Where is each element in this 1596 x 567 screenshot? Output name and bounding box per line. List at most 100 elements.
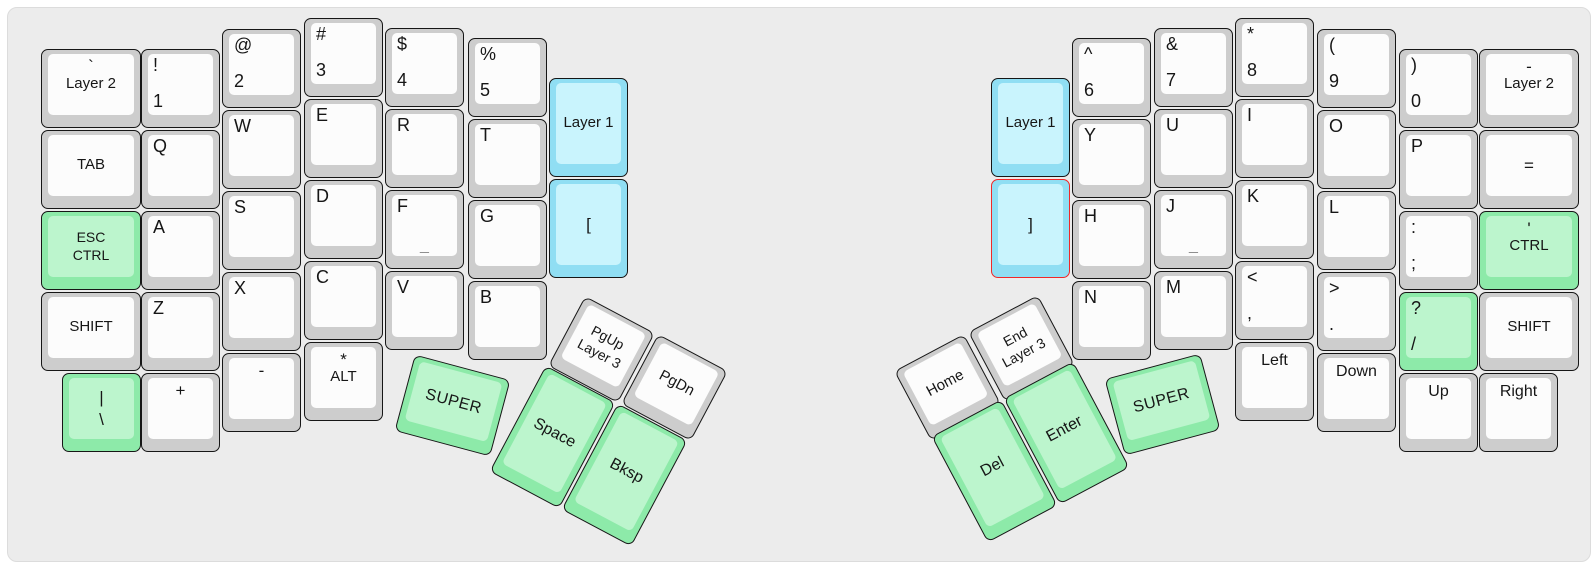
key-layer1-right[interactable]: Layer 1: [991, 78, 1070, 177]
key-lparen-9[interactable]: (9: [1317, 29, 1396, 108]
key-legend-tl: P: [1411, 136, 1424, 156]
keycap-surface: [: [556, 184, 621, 265]
key-shift-left[interactable]: SHIFT: [41, 292, 141, 371]
key-layer1-left[interactable]: Layer 1: [549, 78, 628, 177]
key-y[interactable]: Y: [1072, 119, 1151, 198]
key-b[interactable]: B: [468, 281, 547, 360]
key-legend-tc: -: [1526, 57, 1532, 76]
key-t[interactable]: T: [468, 119, 547, 198]
key-u[interactable]: U: [1154, 109, 1233, 188]
key-left-arrow[interactable]: Left: [1235, 342, 1314, 421]
key-legend-tl: W: [234, 116, 251, 136]
key-legend-tl: R: [397, 115, 410, 135]
keycap-surface: SUPER: [1112, 360, 1211, 442]
key-amp-7[interactable]: &7: [1154, 28, 1233, 107]
keycap-surface: ?/: [1406, 297, 1471, 358]
keycap-surface: F_: [392, 195, 457, 256]
key-tab[interactable]: TAB: [41, 130, 141, 209]
key-legend-bl: 4: [397, 70, 408, 91]
keycap-surface: *ALT: [311, 347, 376, 408]
key-legend-mc: SUPER: [423, 385, 484, 417]
key-n[interactable]: N: [1072, 281, 1151, 360]
key-exclam-1[interactable]: !1: [141, 49, 220, 128]
key-a[interactable]: A: [141, 211, 220, 290]
key-j[interactable]: J_: [1154, 190, 1233, 269]
key-legend-bl: 0: [1411, 91, 1422, 112]
key-dollar-4[interactable]: $4: [385, 28, 464, 107]
keycap-surface: 'CTRL: [1486, 216, 1572, 277]
key-legend-tl: G: [480, 206, 495, 226]
keycap-surface: W: [229, 115, 294, 176]
key-legend-mc: PgDn: [656, 366, 698, 400]
key-legend-mc: CTRL: [1509, 237, 1549, 255]
key-l[interactable]: L: [1317, 191, 1396, 270]
keycap-surface: L: [1324, 196, 1389, 257]
key-legend-tc: ': [1527, 219, 1531, 238]
key-legend-tl: A: [153, 217, 166, 237]
key-o[interactable]: O: [1317, 110, 1396, 189]
key-layer2-right[interactable]: -Layer 2: [1479, 49, 1579, 128]
key-legend-bl: 9: [1329, 71, 1340, 92]
key-q[interactable]: Q: [141, 130, 220, 209]
keycap-surface: H: [1079, 205, 1144, 266]
key-legend-tl: C: [316, 267, 329, 287]
key-right-arrow[interactable]: Right: [1479, 373, 1558, 452]
key-lbracket[interactable]: [: [549, 179, 628, 278]
key-pipe-backslash[interactable]: |\: [62, 373, 141, 452]
key-k[interactable]: K: [1235, 180, 1314, 259]
key-colon-semicolon[interactable]: :;: [1399, 211, 1478, 290]
key-i[interactable]: I: [1235, 99, 1314, 178]
keycap-surface: :;: [1406, 216, 1471, 277]
key-legend-tl: <: [1247, 267, 1258, 287]
key-legend-tl: &: [1166, 34, 1179, 54]
key-m[interactable]: M: [1154, 271, 1233, 350]
key-caret-6[interactable]: ^6: [1072, 38, 1151, 117]
key-legend-tl: E: [316, 105, 329, 125]
key-s[interactable]: S: [222, 191, 301, 270]
key-legend-mc: Layer 2: [1503, 75, 1555, 93]
key-plus[interactable]: +: [141, 373, 220, 452]
key-rparen-0[interactable]: )0: [1399, 49, 1478, 128]
key-gt-period[interactable]: >.: [1317, 272, 1396, 351]
key-w[interactable]: W: [222, 110, 301, 189]
key-question-slash[interactable]: ?/: [1399, 292, 1478, 371]
keycap-surface: K: [1242, 185, 1307, 246]
keycap-surface: Left: [1242, 347, 1307, 408]
key-e[interactable]: E: [304, 99, 383, 178]
key-legend-tl: ): [1411, 55, 1417, 75]
key-equals[interactable]: =: [1479, 130, 1579, 209]
key-alt[interactable]: *ALT: [304, 342, 383, 421]
key-legend-bc: _: [1189, 236, 1198, 254]
key-ctrl-right[interactable]: 'CTRL: [1479, 211, 1579, 290]
key-legend-tc: +: [175, 381, 186, 400]
key-r[interactable]: R: [385, 109, 464, 188]
key-legend-tl: Z: [153, 298, 164, 318]
key-x[interactable]: X: [222, 272, 301, 351]
key-up-arrow[interactable]: Up: [1399, 373, 1478, 452]
key-z[interactable]: Z: [141, 292, 220, 371]
key-super-left[interactable]: SUPER: [394, 354, 511, 457]
key-g[interactable]: G: [468, 200, 547, 279]
key-hash-3[interactable]: #3: [304, 18, 383, 97]
key-d[interactable]: D: [304, 180, 383, 259]
key-at-2[interactable]: @2: [222, 29, 301, 108]
key-down-arrow[interactable]: Down: [1317, 353, 1396, 432]
key-legend-tl: L: [1329, 197, 1340, 217]
key-minus[interactable]: -: [222, 353, 301, 432]
key-legend-bl: 6: [1084, 80, 1095, 101]
key-f[interactable]: F_: [385, 190, 464, 269]
key-percent-5[interactable]: %5: [468, 38, 547, 117]
key-super-right[interactable]: SUPER: [1104, 353, 1221, 456]
key-h[interactable]: H: [1072, 200, 1151, 279]
key-layer2-left[interactable]: `Layer 2: [41, 49, 141, 128]
key-shift-right[interactable]: SHIFT: [1479, 292, 1579, 371]
key-v[interactable]: V: [385, 271, 464, 350]
key-c[interactable]: C: [304, 261, 383, 340]
key-lt-comma[interactable]: <,: [1235, 261, 1314, 340]
key-asterisk-8[interactable]: *8: [1235, 18, 1314, 97]
key-p[interactable]: P: [1399, 130, 1478, 209]
key-rbracket[interactable]: ]: [991, 179, 1070, 278]
